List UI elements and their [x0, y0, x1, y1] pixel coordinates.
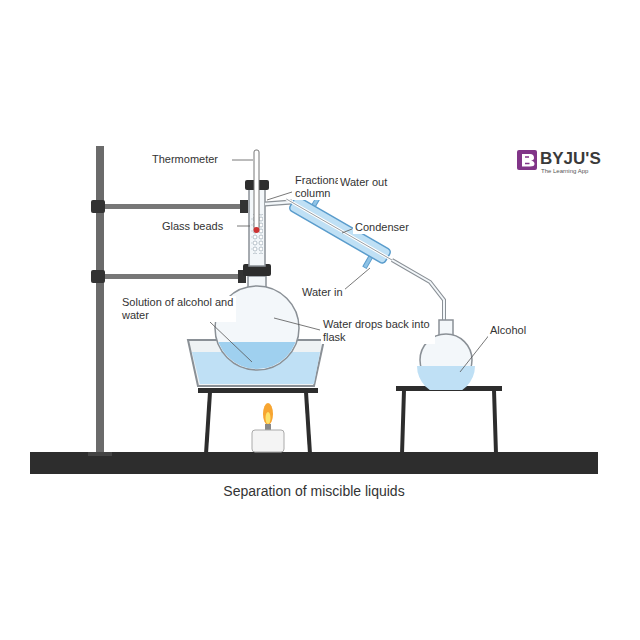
logo-icon: [517, 150, 537, 170]
part-label: Thermometer: [150, 153, 220, 166]
part-label: Water out: [338, 176, 389, 189]
fractionating-column: [245, 180, 292, 266]
part-label: Water in: [300, 286, 345, 299]
tripod: [198, 388, 318, 393]
bench: [30, 452, 598, 474]
water-bath: [188, 340, 324, 386]
part-label: Condenser: [353, 221, 411, 234]
caption: Separation of miscible liquids: [0, 483, 628, 499]
stand-rod: [96, 146, 104, 456]
part-label: Alcohol: [488, 324, 528, 337]
distillation-flask: [210, 264, 310, 382]
clamp: [92, 204, 248, 209]
thermometer: [254, 150, 260, 233]
watermark-tagline: The Learning App: [541, 168, 588, 175]
part-label: Water drops back into flask: [321, 318, 435, 344]
clamp: [92, 274, 244, 279]
watermark-logo: BYJU'S: [540, 150, 601, 168]
part-label: Glass beads: [160, 220, 225, 233]
leader-lines: [210, 160, 490, 372]
part-label: Solution of alcohol and water: [120, 296, 236, 322]
spirit-lamp: [252, 403, 284, 452]
